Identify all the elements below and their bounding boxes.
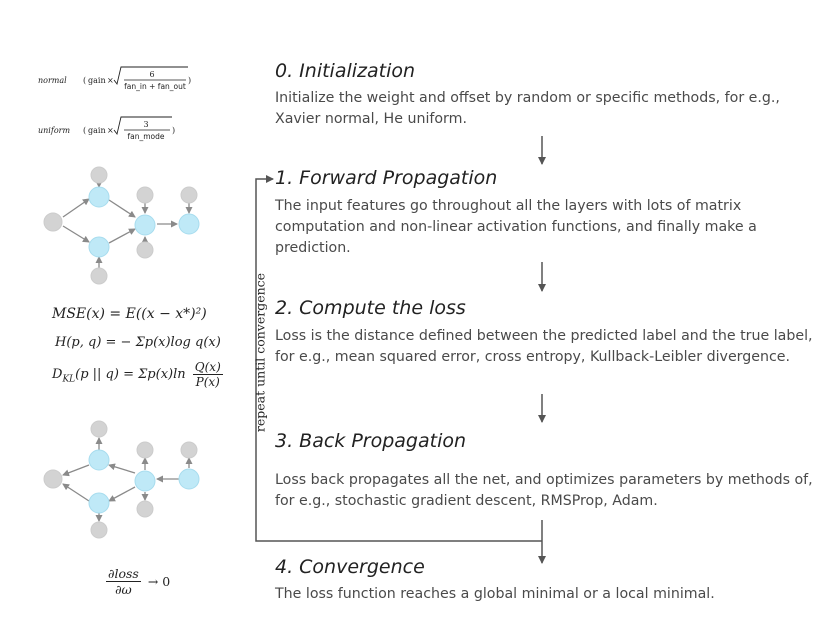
init-formulas: normal gain × ( 6 fan_in + fan_out ) uni… (38, 66, 191, 141)
formula-uniform-numerator: 3 (143, 120, 148, 129)
formula-normal-times: × (107, 76, 114, 85)
svg-text:): ) (172, 126, 175, 135)
svg-text:(: ( (83, 126, 86, 135)
input-node (43, 469, 63, 489)
bias-node (136, 441, 154, 459)
sqrt-sign (113, 116, 172, 136)
formula-normal-init: normal gain × ( 6 fan_in + fan_out ) (38, 66, 191, 91)
bias-node (180, 441, 198, 459)
formula-normal-denominator: fan_in + fan_out (124, 82, 186, 91)
bias-node (136, 186, 154, 204)
formula-normal-numerator: 6 (149, 70, 154, 79)
step-3-title: 3. Back Propagation (275, 430, 467, 452)
hidden-node (88, 236, 110, 258)
formula-uniform-gain: gain (88, 126, 106, 135)
cross-entropy-formula: H(p, q) = − Σp(x)log q(x) (55, 335, 221, 350)
loop-connector (255, 175, 542, 542)
output-node (178, 468, 200, 490)
step-1-description: The input features go throughout all the… (275, 198, 757, 256)
step-0-description: Initialize the weight and offset by rand… (275, 90, 780, 127)
hidden-node (88, 186, 110, 208)
bias-node (90, 166, 108, 184)
input-node (43, 212, 63, 232)
formula-normal-name: normal (38, 76, 67, 85)
formula-uniform-name: uniform (38, 126, 70, 135)
loop-label: repeat until convergence (252, 272, 268, 433)
backward-network (43, 420, 200, 539)
bias-node (136, 500, 154, 518)
formula-uniform-init: uniform gain × ( 3 fan_mode ) (38, 116, 175, 141)
sum-node (134, 470, 156, 492)
svg-text:): ) (188, 76, 191, 85)
sum-node (134, 214, 156, 236)
formula-uniform-times: × (107, 126, 114, 135)
hidden-node (88, 492, 110, 514)
svg-text:(: ( (83, 76, 86, 85)
bias-node (180, 186, 198, 204)
kl-divergence-formula: DKL(p || q) = Σp(x)ln Q(x) P(x) (52, 360, 223, 389)
step-3-description: Loss back propagates all the net, and op… (275, 472, 813, 509)
step-4-title: 4. Convergence (275, 556, 425, 578)
step-0-title: 0. Initialization (275, 60, 416, 82)
bias-node (90, 420, 108, 438)
mse-formula: MSE(x) = E((x − x*)²) (52, 306, 207, 322)
step-2-description: Loss is the distance defined between the… (275, 328, 813, 365)
formula-uniform-denominator: fan_mode (127, 132, 164, 141)
gradient-fraction: ∂loss ∂ω (106, 566, 141, 597)
sqrt-sign (113, 66, 188, 86)
step-2-title: 2. Compute the loss (275, 297, 466, 319)
forward-network (43, 166, 200, 285)
gradient-formula: ∂loss ∂ω → 0 (106, 566, 171, 597)
hidden-node (88, 449, 110, 471)
formula-normal-gain: gain (88, 76, 106, 85)
output-node (178, 213, 200, 235)
kl-fraction: Q(x) P(x) (192, 360, 223, 389)
step-1-title: 1. Forward Propagation (275, 167, 498, 189)
bias-node (90, 521, 108, 539)
bias-node (90, 267, 108, 285)
step-4-description: The loss function reaches a global minim… (275, 586, 715, 602)
bias-node (136, 241, 154, 259)
